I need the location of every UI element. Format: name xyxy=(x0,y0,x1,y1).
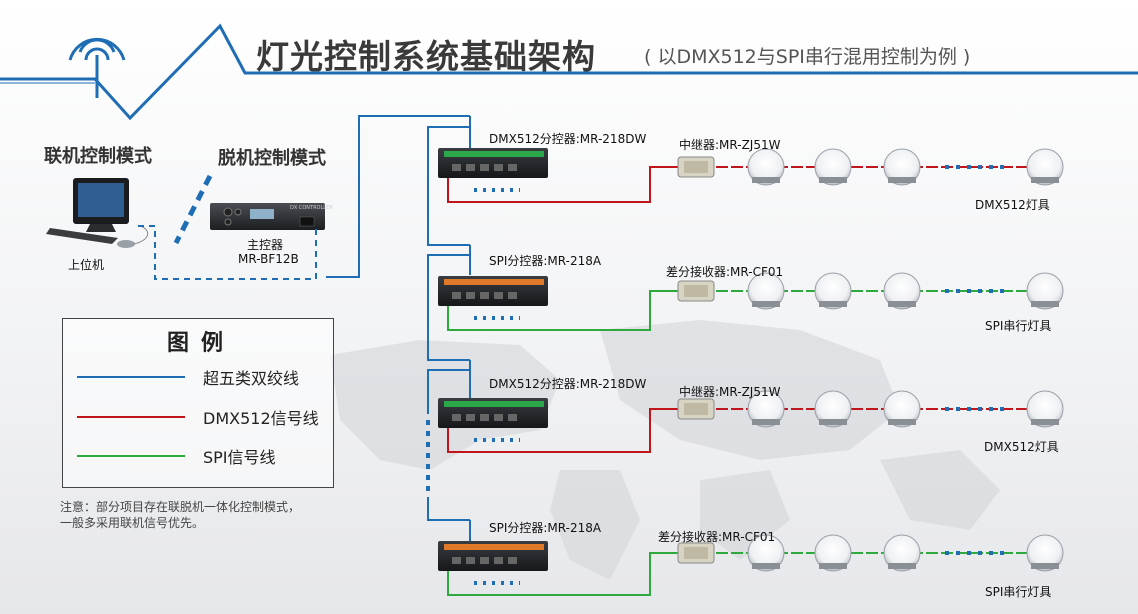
lamp-icon xyxy=(747,148,785,186)
lamp-icon xyxy=(883,272,921,310)
relay-device xyxy=(677,398,715,420)
legend-label-network: 超五类双绞线 xyxy=(203,369,300,388)
lamp-icon xyxy=(814,390,852,428)
lamp-icon xyxy=(883,390,921,428)
branch-2 xyxy=(438,272,1064,331)
branch-controller-device xyxy=(438,398,548,428)
legend-line-network xyxy=(77,376,185,378)
branch-mid-label: 中继器:MR-ZJ51W xyxy=(679,385,781,399)
relay-device xyxy=(677,280,715,302)
branch-1 xyxy=(438,148,1064,203)
branch-lamp-label: SPI串行灯具 xyxy=(985,319,1052,333)
legend-label-spi: SPI信号线 xyxy=(203,448,276,467)
branch-controller-label: DMX512分控器:MR-218DW xyxy=(489,132,647,146)
relay-device xyxy=(677,542,715,564)
legend-line-spi xyxy=(77,455,185,457)
legend-title: 图例 xyxy=(167,331,236,356)
computer-icon xyxy=(46,178,149,248)
offline-mode-label: 脱机控制模式 xyxy=(218,148,326,169)
lamp-icon xyxy=(814,272,852,310)
mode-separator xyxy=(173,174,213,245)
network-cable xyxy=(326,115,471,545)
note-line-1: 注意：部分项目存在联脱机一体化控制模式， xyxy=(60,500,301,514)
lamp-icon xyxy=(883,148,921,186)
branch-mid-label: 差分接收器:MR-CF01 xyxy=(658,530,776,544)
lamp-icon xyxy=(1026,272,1064,310)
lamp-icon xyxy=(814,534,852,572)
branch-controller-device xyxy=(438,148,548,178)
signal-line-to-relay xyxy=(447,408,678,453)
branch-mid-label: 中继器:MR-ZJ51W xyxy=(679,138,781,152)
online-link xyxy=(138,225,317,280)
branch-lamp-label: SPI串行灯具 xyxy=(985,585,1052,599)
branch-controller-label: DMX512分控器:MR-218DW xyxy=(489,377,647,391)
relay-device xyxy=(677,156,715,178)
branch-mid-label: 差分接收器:MR-CF01 xyxy=(666,265,784,279)
lamp-icon xyxy=(747,390,785,428)
master-controller-model: MR-BF12B xyxy=(238,252,299,266)
branch-3 xyxy=(438,390,1064,453)
lamp-icon xyxy=(747,272,785,310)
note-text: 注意：部分项目存在联脱机一体化控制模式， 一般多采用联机信号优先。 xyxy=(60,499,300,531)
signal-line-to-relay xyxy=(447,290,678,331)
computer-label: 上位机 xyxy=(68,258,105,272)
lamp-icon xyxy=(1026,148,1064,186)
master-controller-device xyxy=(210,203,325,230)
branch-controller-device xyxy=(438,541,548,571)
world-map-background xyxy=(330,320,1000,580)
lamp-icon xyxy=(1026,534,1064,572)
header-signal-line xyxy=(0,23,1138,121)
page-title: 灯光控制系统基础架构 xyxy=(256,37,596,76)
master-controller-name: 主控器 xyxy=(247,238,284,252)
online-mode-label: 联机控制模式 xyxy=(44,146,152,167)
signal-line-to-relay xyxy=(447,552,678,596)
legend-line-dmx xyxy=(77,416,185,418)
branch-controller-device xyxy=(438,276,548,306)
lamp-icon xyxy=(747,534,785,572)
signal-tower-icon xyxy=(68,37,126,98)
branch-controller-label: SPI分控器:MR-218A xyxy=(489,521,602,535)
branch-4 xyxy=(438,534,1064,596)
legend-label-dmx: DMX512信号线 xyxy=(203,409,319,428)
lamp-icon xyxy=(883,534,921,572)
lamp-icon xyxy=(814,148,852,186)
page-subtitle: ( 以DMX512与SPI串行混用控制为例 ) xyxy=(644,46,971,68)
master-panel-text: DX CONTROLLER xyxy=(290,205,333,211)
branch-lamp-label: DMX512灯具 xyxy=(975,198,1050,212)
branch-controller-label: SPI分控器:MR-218A xyxy=(489,254,602,268)
legend-box: 图例 超五类双绞线 DMX512信号线 SPI信号线 xyxy=(62,318,334,488)
lamp-icon xyxy=(1026,390,1064,428)
note-line-2: 一般多采用联机信号优先。 xyxy=(60,516,205,530)
branch-lamp-label: DMX512灯具 xyxy=(984,440,1059,454)
signal-line-to-relay xyxy=(447,166,678,203)
